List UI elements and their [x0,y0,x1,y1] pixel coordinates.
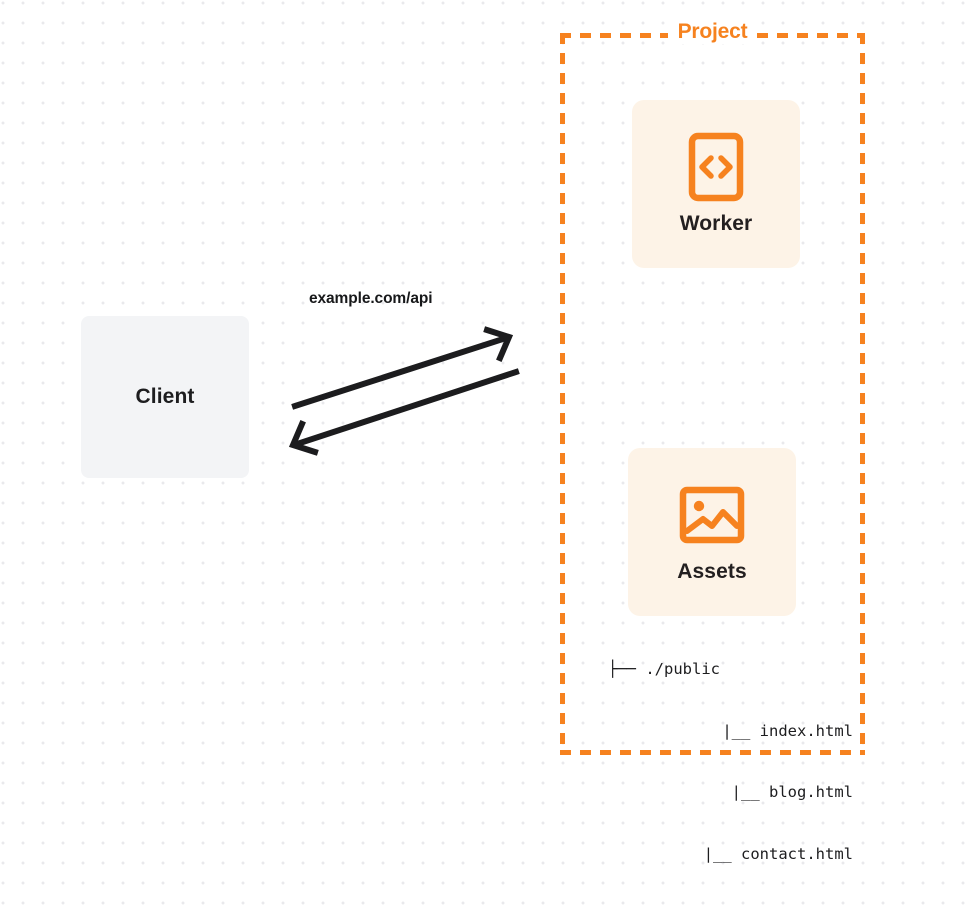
worker-card[interactable]: Worker [632,100,800,268]
client-label: Client [135,385,195,408]
assets-file-tree: ├── ./public |__ index.html |__ blog.htm… [608,618,853,905]
file-tree-prefix: |__ [722,721,760,740]
file-tree-prefix: ├── [608,660,646,678]
client-node[interactable]: Client [81,316,249,478]
assets-card-label: Assets [677,560,747,583]
project-border-bottom [560,750,865,755]
response-arrow-line [296,368,520,447]
project-border-left [560,33,565,755]
file-tree-row: |__ blog.html [608,782,853,803]
project-boundary: Project Worker Assets [560,20,865,863]
file-tree-row: ├── ./public [608,659,853,680]
file-tree-prefix: |__ [731,783,769,801]
project-border-top-left [560,33,668,38]
worker-card-label: Worker [679,212,753,235]
response-arrow-head [288,420,319,456]
project-border-top-right [757,33,865,38]
connection-label: example.com/api [309,290,433,307]
file-tree-row: |__ index.html [608,721,853,742]
assets-card[interactable]: Assets [628,448,796,616]
file-tree-name: blog.html [769,783,853,801]
file-tree-name: contact.html [741,844,853,863]
diagram-canvas: Client example.com/api Project [81,20,865,863]
image-icon [679,480,745,550]
request-arrow-line [291,335,507,410]
file-tree-prefix: |__ [703,844,742,863]
request-arrow-head [483,326,514,362]
file-tree-row: |__ contact.html [608,844,853,865]
file-tree-name: index.html [759,721,853,740]
project-border-right [860,33,865,755]
code-brackets-icon [688,132,744,202]
project-title: Project [673,20,752,44]
file-tree-name: ./public [645,660,720,678]
